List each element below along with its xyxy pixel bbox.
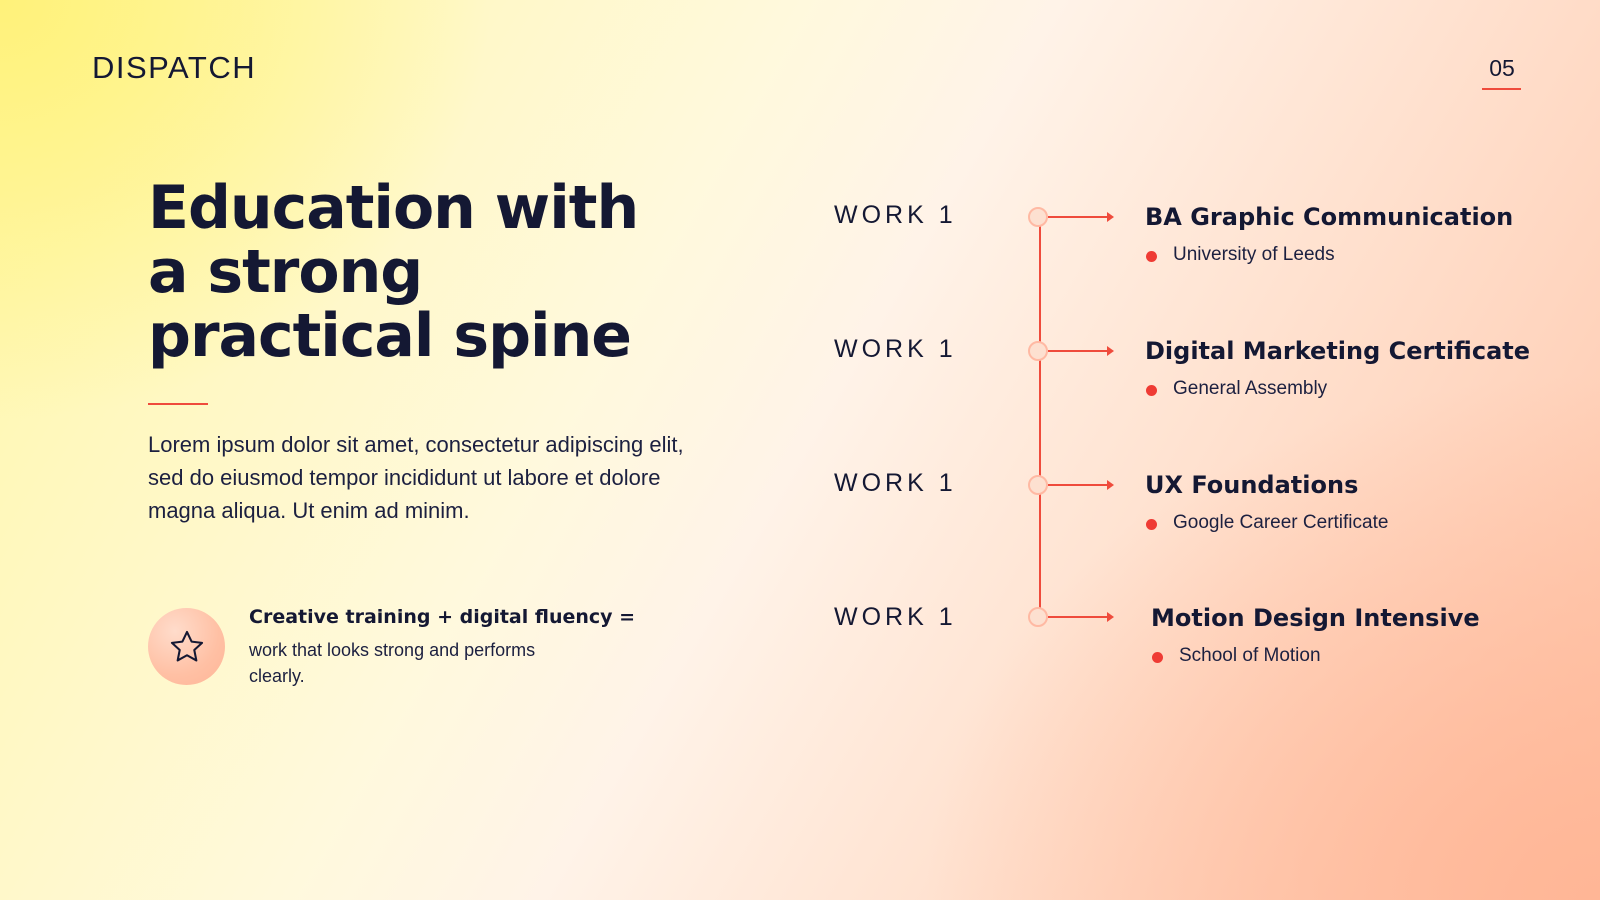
timeline-title-4: Motion Design Intensive [1151,604,1480,632]
page-title: Education with a strong practical spine [148,176,708,368]
timeline-arrow-4 [1048,612,1114,622]
timeline-subtitle-2: General Assembly [1173,378,1328,399]
page-title-line-2: a strong [148,237,423,307]
timeline-title-3: UX Foundations [1145,471,1359,499]
timeline-bullet-1 [1146,251,1157,262]
timeline-arrow-1 [1048,212,1114,222]
timeline-bullet-2 [1146,385,1157,396]
intro-paragraph: Lorem ipsum dolor sit amet, consectetur … [148,432,684,523]
timeline-subtitle-3: Google Career Certificate [1173,512,1389,533]
timeline-bullet-4 [1152,652,1163,663]
page-title-line-3: practical spine [148,301,632,371]
timeline-label-3: WORK 1 [834,469,957,497]
timeline-arrow-3 [1048,480,1114,490]
timeline-title-1: BA Graphic Communication [1145,203,1514,231]
timeline-node-3 [1028,475,1048,495]
timeline-bullet-3 [1146,519,1157,530]
brand-logo: DISPATCH [92,50,257,85]
page-title-line-1: Education with [148,173,639,243]
page-number-underline [1482,88,1521,90]
timeline-title-2: Digital Marketing Certificate [1145,337,1531,365]
star-icon [170,630,203,661]
timeline-subtitle-1: University of Leeds [1173,244,1335,265]
timeline-node-2 [1028,341,1048,361]
timeline-subtitle-4: School of Motion [1179,645,1321,666]
timeline-label-2: WORK 1 [834,335,957,363]
timeline-node-4 [1028,607,1048,627]
timeline-node-1 [1028,207,1048,227]
callout-body: work that looks strong and performs clea… [249,640,536,686]
timeline-label-4: WORK 1 [834,603,957,631]
callout-title: Creative training + digital fluency = [249,606,636,628]
timeline-spine [1039,217,1041,617]
callout-badge [148,608,225,685]
title-accent-divider [148,403,208,405]
timeline-label-1: WORK 1 [834,201,957,229]
timeline-arrow-2 [1048,346,1114,356]
page-number: 05 [1489,55,1515,81]
